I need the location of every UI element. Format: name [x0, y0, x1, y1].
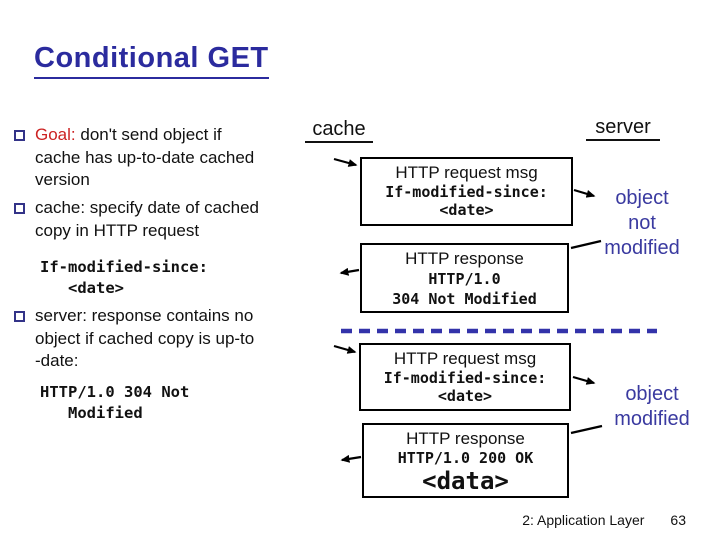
footer-page-number: 63: [670, 512, 686, 528]
box-title: HTTP request msg: [395, 163, 538, 182]
bullet-square-icon: [14, 130, 25, 141]
msg-box-request-2: HTTP request msg If-modified-since: <dat…: [359, 343, 571, 411]
response2-to-cache-arrow: [340, 454, 362, 463]
bullet-square-icon: [14, 203, 25, 214]
msg-box-response-1: HTTP response HTTP/1.0 304 Not Modified: [360, 243, 569, 313]
box-code: If-modified-since: <date>: [385, 183, 548, 219]
slide-footer: 2: Application Layer 63: [522, 512, 686, 528]
footer-section-label: 2: Application Layer: [522, 512, 645, 528]
cache-to-request2-line: [333, 344, 357, 354]
msg-box-response-2: HTTP response HTTP/1.0 200 OK <data>: [362, 423, 569, 498]
cache-to-request1-line: [333, 157, 358, 167]
code-http-304: HTTP/1.0 304 Not Modified: [40, 383, 190, 422]
code-if-modified-since: If-modified-since: <date>: [40, 258, 208, 297]
server-to-response2-line: [570, 424, 603, 435]
request1-to-server-arrow: [573, 188, 596, 198]
object-modified-label: object modified: [614, 383, 690, 430]
bullet-text: Goal: don't send object if cache has up-…: [35, 124, 254, 192]
bullet-server: server: response contains no object if c…: [14, 305, 329, 373]
bullet-cache: cache: specify date of cached copy in HT…: [14, 197, 329, 242]
server-label: server: [586, 116, 660, 141]
bullet-text: cache: specify date of cached copy in HT…: [35, 198, 259, 240]
box-response-data: <data>: [422, 466, 509, 495]
request2-to-server-arrow: [572, 375, 596, 385]
box-code: HTTP/1.0 200 OK: [397, 449, 534, 467]
box-code: HTTP/1.0 304 Not Modified: [392, 270, 537, 308]
box-title: HTTP request msg: [393, 349, 537, 368]
response1-to-cache-arrow: [339, 267, 360, 276]
msg-box-request-1: HTTP request msg If-modified-since: <dat…: [360, 157, 573, 226]
bullet-square-icon: [14, 311, 25, 322]
box-title: HTTP response: [405, 249, 524, 268]
slide-title: Conditional GET: [34, 42, 269, 79]
goal-lead-text: Goal:: [35, 125, 76, 144]
goal-rest-text: don't send object if cache has up-to-dat…: [35, 125, 255, 189]
box-code: If-modified-since: <date>: [383, 369, 547, 405]
cache-label: cache: [305, 118, 373, 143]
box-title: HTTP response: [406, 429, 525, 448]
object-not-modified-label: object not modified: [604, 187, 680, 259]
bullet-goal: Goal: don't send object if cache has up-…: [14, 124, 329, 192]
bullet-text: server: response contains no object if c…: [35, 306, 255, 370]
